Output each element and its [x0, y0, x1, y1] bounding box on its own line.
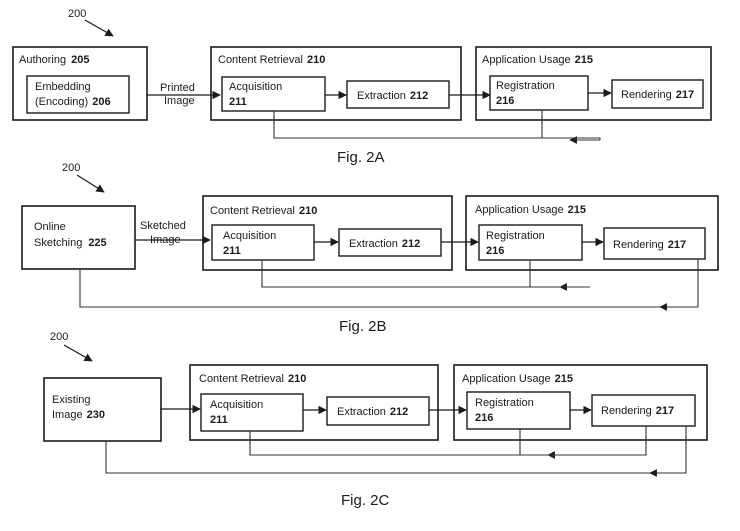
- fig-2a-ref-number: 200: [68, 8, 86, 20]
- existing-label: Existing: [52, 394, 91, 406]
- embedding-box: [26, 75, 130, 114]
- rendering-box: [611, 79, 704, 109]
- application-usage-box: [475, 46, 712, 121]
- online-sketching-box: [21, 205, 136, 270]
- rendering-box: [603, 227, 706, 260]
- acquisition-number: 211: [223, 245, 241, 257]
- registration-number: 216: [496, 95, 514, 107]
- authoring-box: [12, 46, 148, 121]
- content-retrieval-box: [189, 364, 439, 441]
- fig-2c-ref-number: 200: [50, 331, 68, 343]
- inner-feedback-line: [261, 260, 531, 288]
- application-usage-box: [465, 195, 719, 271]
- inner-feedback-line: [249, 429, 521, 456]
- registration-label: Registration: [496, 80, 555, 92]
- acquisition-number: 211: [229, 96, 247, 108]
- embedding-label: Embedding: [35, 81, 91, 93]
- content-retrieval-box: [210, 46, 462, 121]
- encoding-label: (Encoding)206: [35, 96, 111, 108]
- content-retrieval-box: [202, 195, 453, 271]
- fig-2a-caption: Fig. 2A: [337, 149, 385, 166]
- rendering-box: [591, 394, 696, 427]
- fig-2a-ref-arrow: [84, 19, 114, 37]
- fig-2b-ref-arrow: [76, 174, 105, 193]
- registration-number: 216: [486, 245, 504, 257]
- registration-number: 216: [475, 412, 493, 424]
- acquisition-label: Acquisition: [210, 399, 263, 411]
- acquisition-box: [200, 393, 304, 432]
- fig-2c-ref-arrow: [63, 344, 93, 362]
- feedback-loop-line: [273, 110, 543, 139]
- online-label: Online: [34, 221, 66, 233]
- registration-label: Registration: [486, 230, 545, 242]
- outer-feedback-line: [105, 426, 687, 474]
- outer-feedback-line: [79, 259, 699, 308]
- fig-2c-caption: Fig. 2C: [341, 492, 390, 509]
- acquisition-label: Acquisition: [229, 81, 282, 93]
- acquisition-number: 211: [210, 414, 228, 426]
- sketched-label: Sketched: [140, 220, 186, 232]
- application-usage-box: [453, 364, 708, 441]
- fig-2b-caption: Fig. 2B: [339, 318, 387, 335]
- printed-label: Printed: [160, 82, 195, 94]
- acquisition-label: Acquisition: [223, 230, 276, 242]
- extraction-box: [326, 396, 430, 426]
- fig-2b-ref-number: 200: [62, 162, 80, 174]
- feedback-connector: [542, 137, 601, 140]
- image-label: Image: [164, 95, 195, 107]
- registration-label: Registration: [475, 397, 534, 409]
- rendering-feedback-line: [580, 426, 647, 456]
